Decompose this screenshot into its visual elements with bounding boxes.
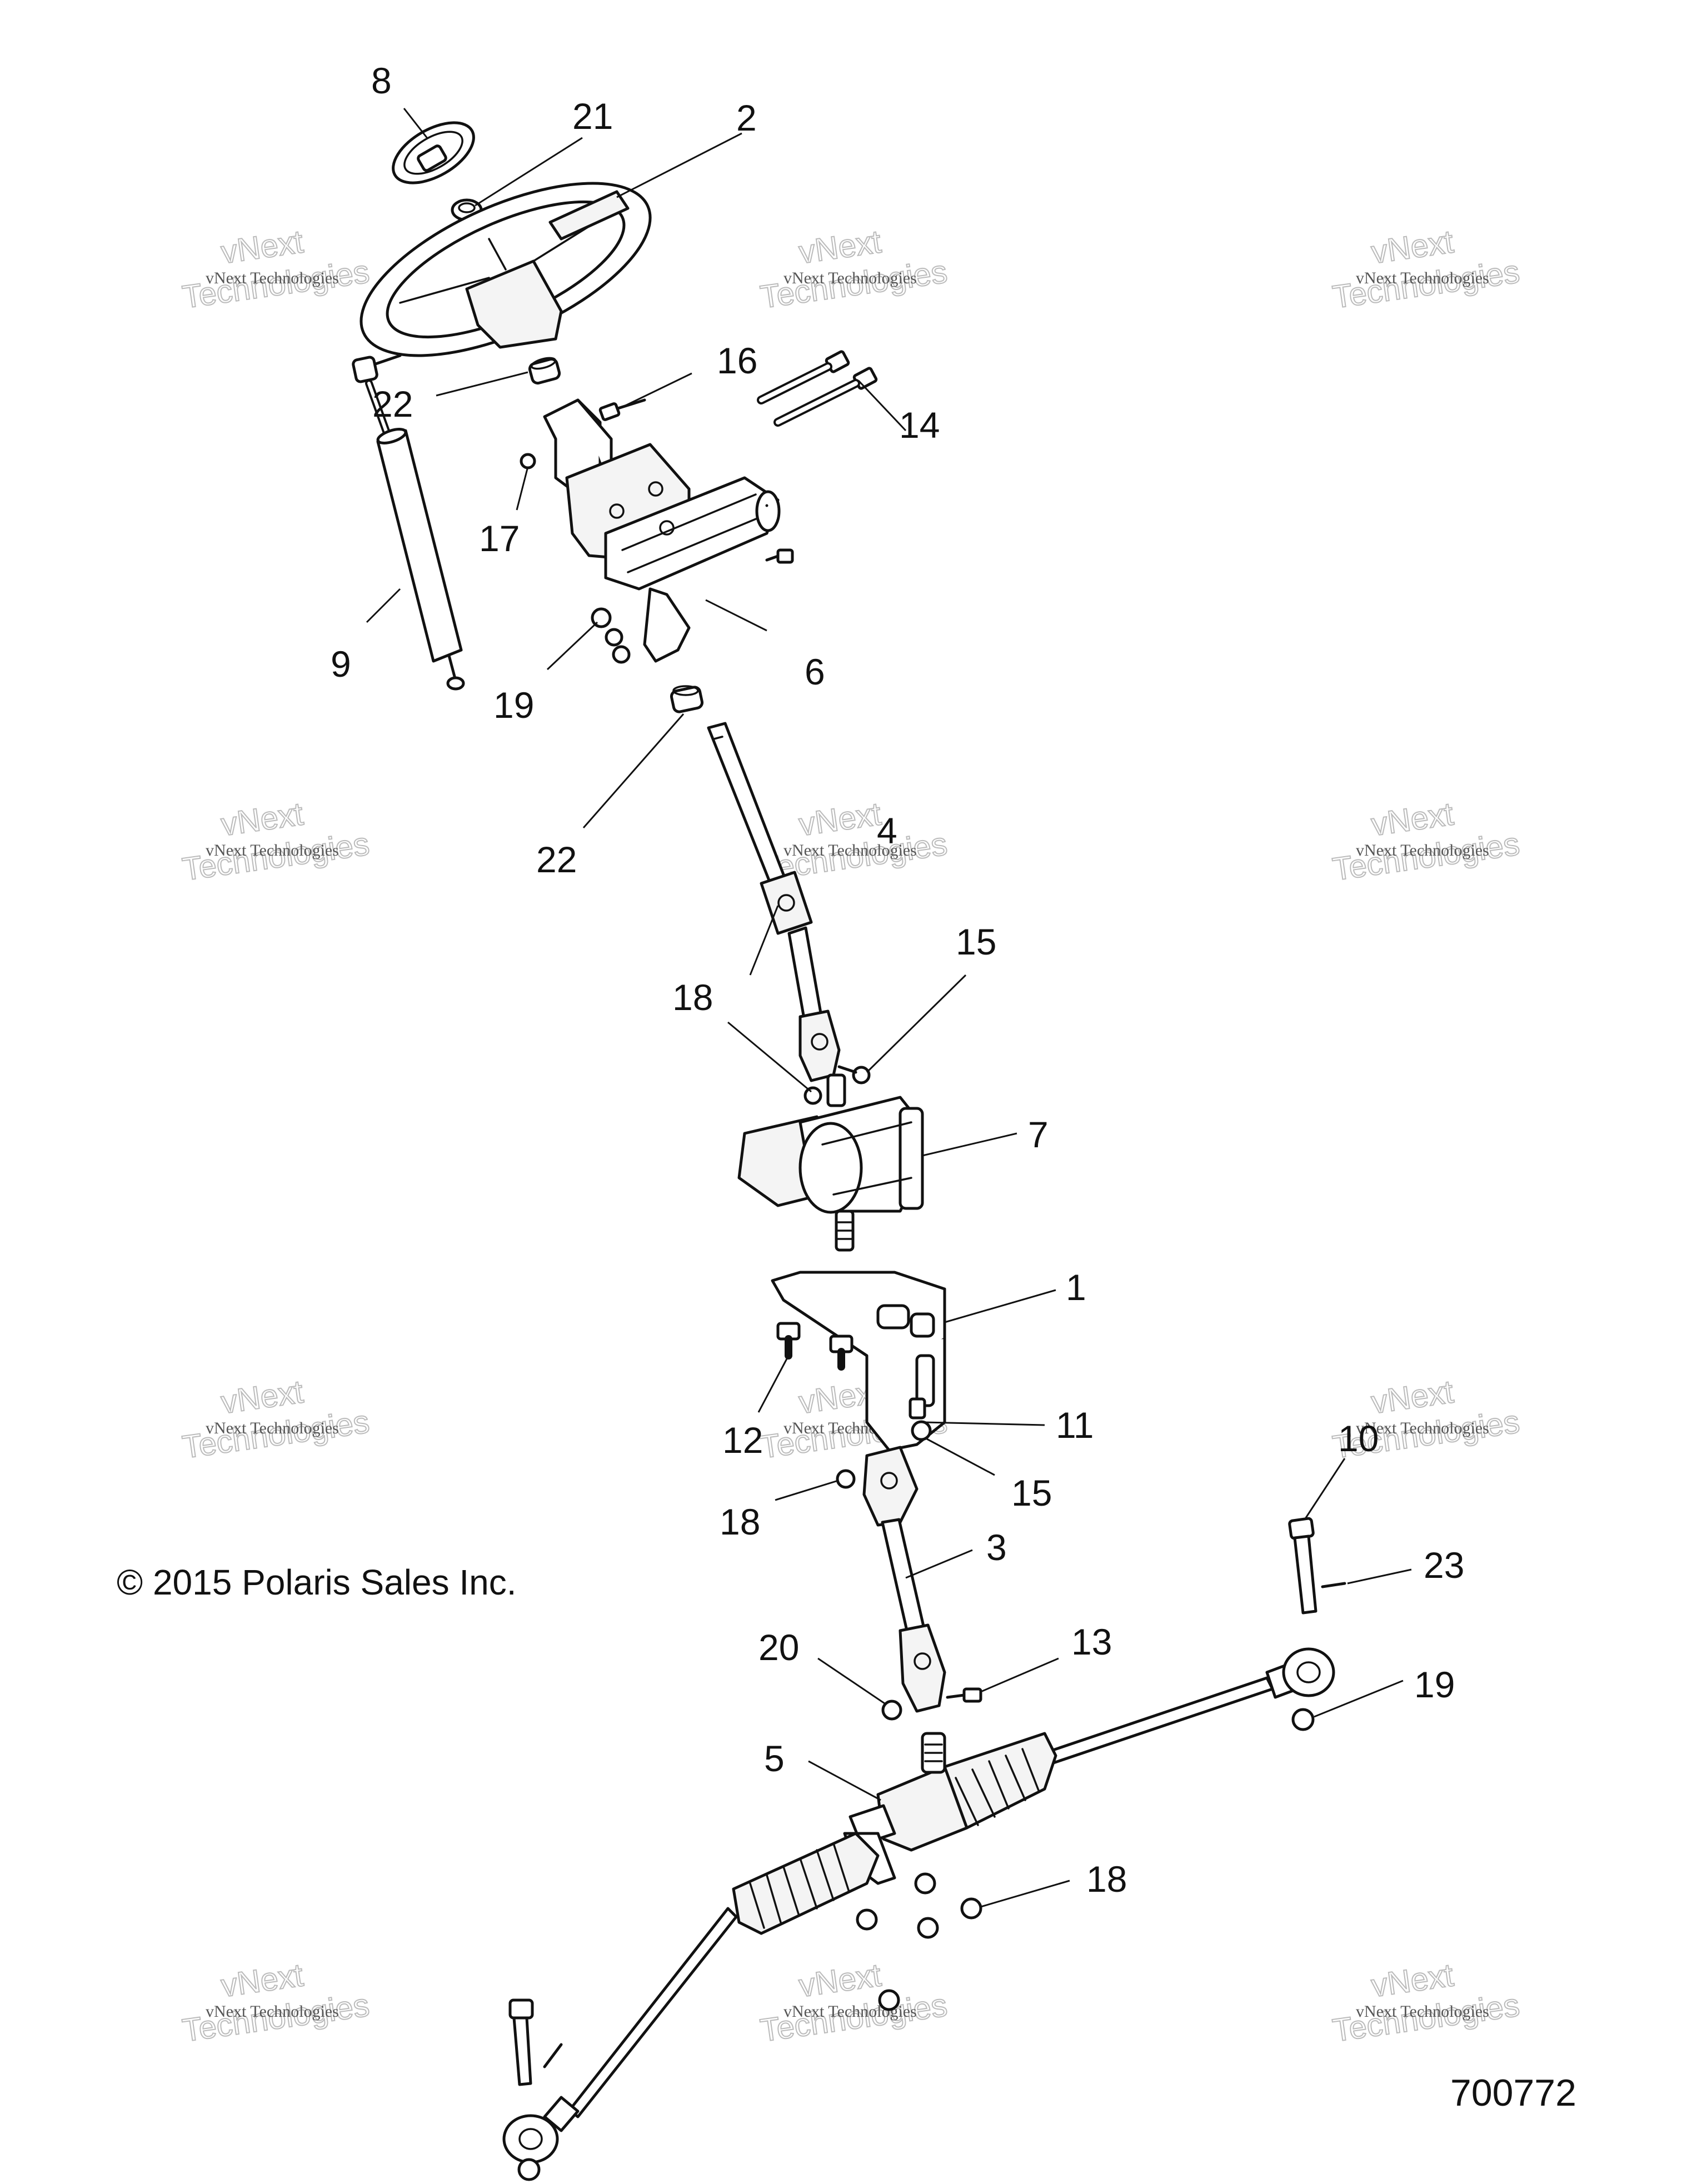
watermark-text: vNext Technologies [783,841,917,859]
watermark-text: vNext Technologies [1356,2002,1489,2021]
part-22-bushing-lower [670,685,704,713]
callout-23: 23 [1424,1545,1464,1586]
watermark-text: vNext Technologies [783,269,917,287]
watermark-text: vNext Technologies [1356,269,1489,287]
watermark: Technologies vNext vNext Technologies [757,1956,950,2049]
callout-22: 22 [536,839,577,880]
part-2-steering-wheel [360,182,652,357]
callout-5: 5 [764,1738,785,1779]
watermark-text: vNext Technologies [206,2002,339,2021]
callout-9: 9 [331,643,351,684]
callout-18: 18 [672,977,713,1018]
callout-3: 3 [986,1527,1007,1568]
copyright-text: © 2015 Polaris Sales Inc. [117,1562,517,1602]
part-10-bolt [1288,1517,1317,1615]
callout-21: 21 [572,96,613,137]
part-1-mount-bracket [771,1271,946,1452]
watermark: Technologies vNext vNext Technologies [179,795,372,888]
callout-2: 2 [736,97,757,138]
callout-22: 22 [372,383,413,424]
part-13-bolt [946,1687,982,1703]
left-tie-rod-hardware [508,1998,563,2181]
part-5-steering-rack [502,1647,1335,2164]
callout-13: 13 [1071,1621,1112,1662]
callout-7: 7 [1028,1114,1049,1155]
watermark: Technologies vNext vNext Technologies [1330,223,1522,316]
watermark: Technologies vNext vNext Technologies [1330,1956,1522,2049]
watermark: Technologies vNext vNext Technologies [179,223,372,316]
part-18-nut-upper [803,1086,822,1105]
watermark-text: vNext Technologies [206,1419,339,1437]
part-23-cotter-pin [1321,1582,1346,1588]
part-18-nuts-lower [856,1872,982,2011]
callout-17: 17 [479,518,520,559]
part-4-upper-shaft [707,722,841,1082]
watermark-text: vNext Technologies [1356,841,1489,859]
callout-14: 14 [899,404,940,446]
watermark: Technologies vNext vNext Technologies [1330,795,1522,888]
part-19-nut-lower [1291,1708,1315,1731]
callout-15: 15 [956,921,996,962]
callout-19: 19 [493,684,534,726]
callout-8: 8 [371,60,392,101]
callouts: 8 21 2 22 16 14 17 9 19 6 22 4 18 15 7 1… [331,60,1464,1900]
part-3-intermediate-shaft [862,1446,946,1713]
part-18-nut-middle [836,1469,856,1489]
callout-4: 4 [877,810,897,851]
watermark: Technologies vNext vNext Technologies [179,1956,372,2049]
part-16-bolt [598,398,646,421]
watermark-text: vNext Technologies [1356,1419,1489,1437]
callout-15: 15 [1011,1472,1052,1513]
part-20-nut [881,1700,902,1721]
callout-16: 16 [717,340,757,381]
part-12-bolts [776,1322,854,1371]
part-8-steering-cap [392,121,475,184]
callout-18: 18 [720,1501,760,1542]
diagram-number: 700772 [1450,2072,1576,2114]
callout-18: 18 [1086,1858,1127,1900]
leader-lines [366,108,1412,1908]
callout-6: 6 [805,651,825,692]
part-6-column-bracket [543,398,781,663]
part-19-nuts-upper [591,607,631,664]
part-11-15-hardware [909,1397,932,1441]
watermark: Technologies vNext vNext Technologies [757,223,950,316]
part-9-tilt-strut [352,354,465,691]
part-15-bolt-upper [837,1065,871,1084]
watermark-text: vNext Technologies [206,841,339,859]
part-14-bolts [757,350,878,564]
callout-19: 19 [1414,1664,1455,1705]
callout-10: 10 [1338,1418,1379,1459]
part-22-bushing-upper [528,357,561,385]
callout-1: 1 [1066,1267,1086,1308]
watermark: Technologies vNext vNext Technologies [179,1373,372,1466]
part-7-power-steering-unit [737,1073,924,1252]
callout-11: 11 [1056,1405,1094,1446]
part-17-nut [520,453,536,469]
watermark-text: vNext Technologies [206,269,339,287]
callout-20: 20 [758,1627,799,1668]
callout-12: 12 [722,1420,763,1461]
